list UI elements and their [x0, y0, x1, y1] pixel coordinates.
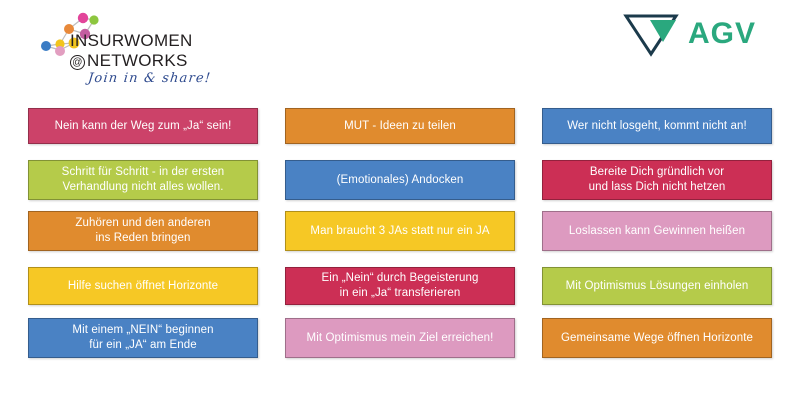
card-text: Wer nicht losgeht, kommt nicht an! [567, 119, 747, 132]
statement-card[interactable]: Zuhören und den anderen ins Reden bringe… [28, 211, 258, 251]
card-text: Loslassen kann Gewinnen heißen [568, 224, 746, 237]
statement-card[interactable]: Wer nicht losgeht, kommt nicht an! [542, 108, 772, 144]
logo-line-two: @NETWORKS [70, 51, 270, 70]
slide-header: INSURWOMEN @NETWORKS Join in & share! AG… [0, 0, 800, 100]
statement-card[interactable]: Mit Optimismus mein Ziel erreichen! [285, 318, 515, 358]
card-text: Zuhören und den anderen ins Reden bringe… [75, 217, 211, 244]
agv-triangle-icon [623, 14, 679, 57]
card-text: Man braucht 3 JAs statt nur ein JA [310, 224, 490, 237]
insurwomen-logo: INSURWOMEN @NETWORKS Join in & share! [36, 8, 266, 92]
card-text: Nein kann der Weg zum „Ja“ sein! [54, 119, 232, 132]
card-text: Ein „Nein“ durch Begeisterung in ein „Ja… [321, 272, 479, 299]
statement-card[interactable]: Mit Optimismus Lösungen einholen [542, 267, 772, 305]
card-text: Mit einem „NEIN“ beginnen für ein „JA“ a… [72, 324, 214, 351]
network-nodes-icon [41, 12, 99, 56]
statement-card[interactable]: Nein kann der Weg zum „Ja“ sein! [28, 108, 258, 144]
card-text: Mit Optimismus Lösungen einholen [565, 279, 749, 292]
statement-card[interactable]: Man braucht 3 JAs statt nur ein JA [285, 211, 515, 251]
agv-wordmark: AGV [688, 17, 757, 50]
logo-networks-text: NETWORKS [87, 51, 188, 70]
card-text: Schritt für Schritt - in der ersten Verh… [61, 166, 225, 193]
statement-card[interactable]: Schritt für Schritt - in der ersten Verh… [28, 160, 258, 200]
card-text: Bereite Dich gründlich vor und lass Dich… [588, 166, 726, 193]
logo-line-one: INSURWOMEN [70, 31, 193, 50]
card-text: MUT - Ideen zu teilen [344, 119, 456, 132]
card-text: Gemeinsame Wege öffnen Horizonte [561, 331, 753, 344]
at-symbol-icon: @ [70, 55, 85, 70]
statement-card[interactable]: (Emotionales) Andocken [285, 160, 515, 200]
card-text: Hilfe suchen öffnet Horizonte [67, 279, 219, 292]
card-text: (Emotionales) Andocken [336, 173, 464, 186]
card-text: Mit Optimismus mein Ziel erreichen! [306, 331, 494, 344]
statement-card[interactable]: Loslassen kann Gewinnen heißen [542, 211, 772, 251]
insurwomen-wordmark: INSURWOMEN @NETWORKS [70, 31, 270, 70]
statement-card[interactable]: Bereite Dich gründlich vor und lass Dich… [542, 160, 772, 200]
statement-card[interactable]: Hilfe suchen öffnet Horizonte [28, 267, 258, 305]
statement-card[interactable]: Ein „Nein“ durch Begeisterung in ein „Ja… [285, 267, 515, 305]
statement-card[interactable]: Gemeinsame Wege öffnen Horizonte [542, 318, 772, 358]
statement-card[interactable]: Mit einem „NEIN“ beginnen für ein „JA“ a… [28, 318, 258, 358]
agv-logo: AGV [622, 12, 762, 62]
statement-card[interactable]: MUT - Ideen zu teilen [285, 108, 515, 144]
